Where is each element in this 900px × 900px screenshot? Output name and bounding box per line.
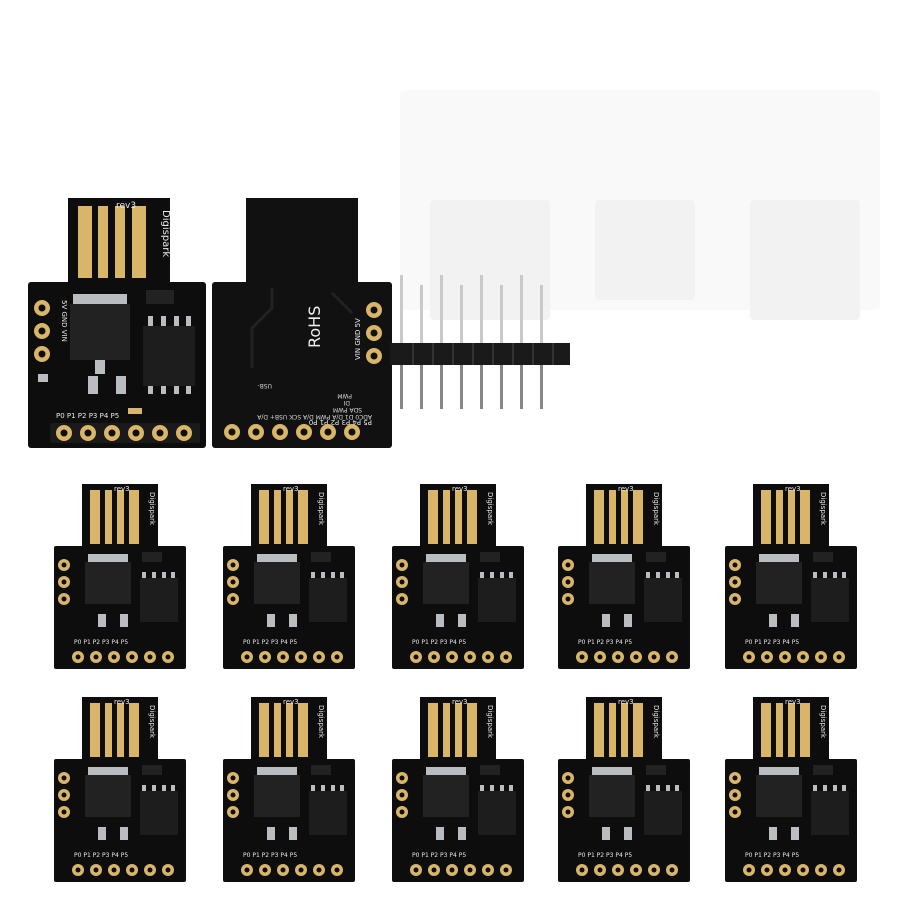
digispark-board-small: rev3 Digispark P0 P1 P2 P3 P4 P5: [558, 484, 690, 669]
faded-background-component: [430, 200, 550, 320]
revision-label: rev3: [785, 698, 801, 706]
digispark-board-small: rev3 Digispark P0 P1 P2 P3 P4 P5: [223, 697, 355, 882]
brand-label: Digispark: [160, 210, 171, 257]
back-func-label-2: SDA PWM: [333, 406, 362, 413]
revision-label: rev3: [283, 698, 299, 706]
revision-label: rev3: [452, 698, 468, 706]
digispark-board-small: rev3 Digispark P0 P1 P2 P3 P4 P5: [54, 484, 186, 669]
revision-label: rev3: [618, 698, 634, 706]
revision-label: rev3: [114, 485, 130, 493]
revision-label: rev3: [116, 201, 136, 211]
back-func-label-4: PWM: [337, 392, 352, 399]
bottom-pin-labels: P0 P1 P2 P3 P4 P5: [56, 412, 119, 420]
back-pin-labels: P5 P4 P3 P2 P1 P0: [309, 418, 372, 426]
digispark-board-small: rev3 Digispark P0 P1 P2 P3 P4 P5: [558, 697, 690, 882]
brand-label: Digispark: [486, 492, 494, 526]
brand-label: Digispark: [148, 705, 156, 739]
bottom-pin-labels: P0 P1 P2 P3 P4 P5: [74, 852, 128, 859]
revision-label: rev3: [283, 485, 299, 493]
bottom-pin-labels: P0 P1 P2 P3 P4 P5: [74, 639, 128, 646]
brand-label: Digispark: [317, 492, 325, 526]
power-labels: VIN GND 5V: [354, 318, 362, 360]
faded-background-component: [750, 200, 860, 320]
digispark-board-small: rev3 Digispark P0 P1 P2 P3 P4 P5: [392, 484, 524, 669]
bottom-pin-labels: P0 P1 P2 P3 P4 P5: [412, 639, 466, 646]
brand-label: Digispark: [819, 705, 827, 739]
brand-label: Digispark: [317, 705, 325, 739]
rohs-mark: RoHS: [305, 306, 324, 348]
revision-label: rev3: [785, 485, 801, 493]
digispark-board-back-large: RoHS VIN GND 5V PWM DI SDA PWM ADC0 D1 D…: [212, 198, 392, 448]
back-func-label-1: ADC0 D1 D/A PWM D/A SCK USB+ D/A: [256, 413, 372, 420]
bottom-pin-labels: P0 P1 P2 P3 P4 P5: [578, 639, 632, 646]
bottom-pin-labels: P0 P1 P2 P3 P4 P5: [243, 639, 297, 646]
brand-label: Digispark: [148, 492, 156, 526]
digispark-board-small: rev3 Digispark P0 P1 P2 P3 P4 P5: [725, 697, 857, 882]
back-func-label-3: DI: [343, 399, 350, 406]
side-pin-labels: 5V GND VIN: [60, 300, 68, 342]
bottom-pin-labels: P0 P1 P2 P3 P4 P5: [412, 852, 466, 859]
bottom-pin-labels: P0 P1 P2 P3 P4 P5: [243, 852, 297, 859]
digispark-board-front-large: rev3 Digispark 5V GND VIN P0 P1 P2: [28, 198, 206, 448]
usb-label: USB-: [258, 382, 272, 389]
brand-label: Digispark: [819, 492, 827, 526]
bottom-pin-labels: P0 P1 P2 P3 P4 P5: [578, 852, 632, 859]
digispark-board-small: rev3 Digispark P0 P1 P2 P3 P4 P5: [725, 484, 857, 669]
revision-label: rev3: [452, 485, 468, 493]
bottom-pin-labels: P0 P1 P2 P3 P4 P5: [745, 639, 799, 646]
revision-label: rev3: [114, 698, 130, 706]
brand-label: Digispark: [486, 705, 494, 739]
faded-background-component: [595, 200, 695, 300]
brand-label: Digispark: [652, 705, 660, 739]
digispark-board-small: rev3 Digispark P0 P1 P2 P3 P4 P5: [392, 697, 524, 882]
revision-label: rev3: [618, 485, 634, 493]
pin-header-strip: [388, 275, 578, 415]
digispark-board-small: rev3 Digispark P0 P1 P2 P3 P4 P5: [54, 697, 186, 882]
bottom-pin-labels: P0 P1 P2 P3 P4 P5: [745, 852, 799, 859]
brand-label: Digispark: [652, 492, 660, 526]
digispark-board-small: rev3 Digispark P0 P1 P2 P3 P4 P5: [223, 484, 355, 669]
